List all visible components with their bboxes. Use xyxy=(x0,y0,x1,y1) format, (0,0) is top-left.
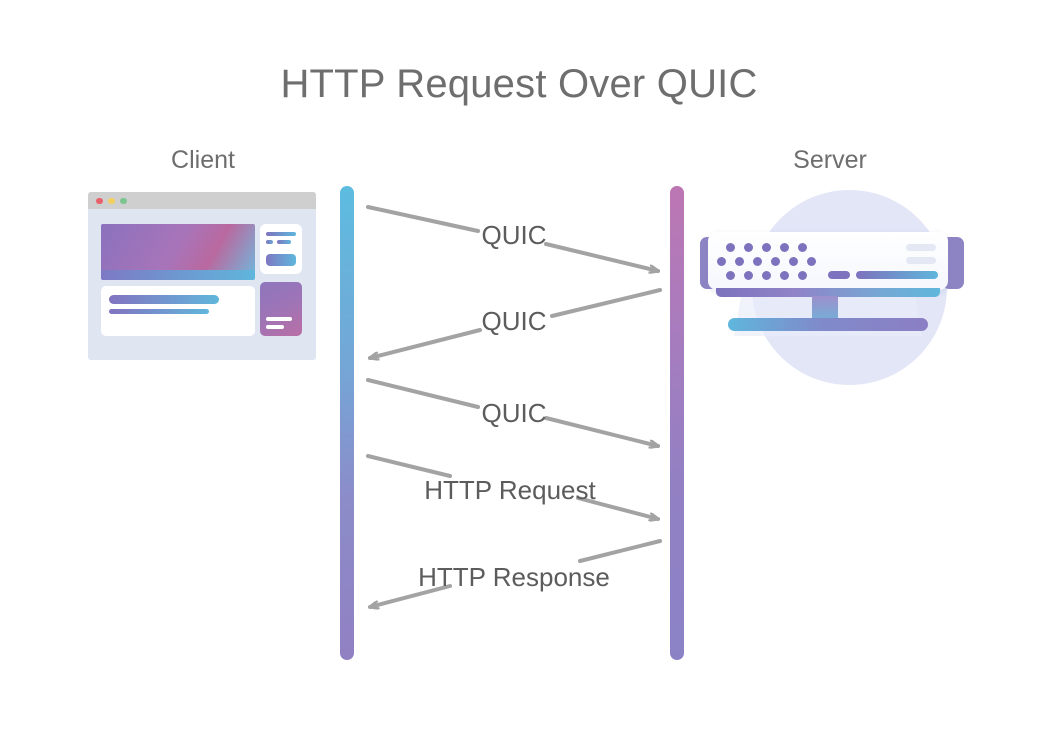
message-label-1: QUIC xyxy=(481,220,547,250)
browser-window-icon xyxy=(88,192,316,360)
lifeline-server xyxy=(670,186,684,660)
server-led-dot xyxy=(753,257,762,266)
message-arrow-5 xyxy=(370,539,662,607)
side-card-line-long xyxy=(266,232,296,236)
message-label-3: QUIC xyxy=(481,398,547,428)
browser-content-card xyxy=(101,286,255,336)
server-status-bar-long xyxy=(856,271,938,279)
server-led-dot xyxy=(726,271,735,280)
server-monitor-icon xyxy=(708,232,948,290)
server-slot-pill-2 xyxy=(906,257,936,264)
server-led-dot xyxy=(762,243,771,252)
server-led-dot xyxy=(744,271,753,280)
message-arrow-2 xyxy=(370,288,662,358)
server-led-dot xyxy=(735,257,744,266)
content-line-primary xyxy=(109,295,219,304)
server-led-dot xyxy=(762,271,771,280)
server-led-dot xyxy=(789,257,798,266)
browser-hero-block xyxy=(101,224,255,279)
server-base-shadow xyxy=(716,288,940,297)
server-illustration xyxy=(690,180,970,385)
server-led-dot xyxy=(771,257,780,266)
window-minimize-dot-icon xyxy=(108,197,115,204)
server-led-dot xyxy=(798,243,807,252)
actor-label-server: Server xyxy=(793,146,867,174)
server-stand-base xyxy=(728,318,928,331)
server-led-dot xyxy=(798,271,807,280)
page-title: HTTP Request Over QUIC xyxy=(280,62,758,106)
actor-label-client: Client xyxy=(171,146,235,174)
message-label-4: HTTP Request xyxy=(424,475,596,505)
message-arrow-4 xyxy=(366,454,658,519)
server-led-dot xyxy=(780,243,789,252)
browser-titlebar xyxy=(88,192,316,209)
server-led-dot xyxy=(726,243,735,252)
browser-purple-card xyxy=(260,282,302,336)
window-maximize-dot-icon xyxy=(120,197,127,204)
server-led-dot xyxy=(807,257,816,266)
message-arrow-layer: QUIC QUIC QUIC HTTP Request HTTP Respons… xyxy=(340,186,684,660)
message-label-2: QUIC xyxy=(481,306,547,336)
client-browser-illustration xyxy=(88,192,316,360)
message-label-5: HTTP Response xyxy=(418,562,610,592)
purple-card-line-1 xyxy=(266,317,292,321)
server-led-dot xyxy=(717,257,726,266)
side-card-button xyxy=(266,254,296,266)
server-slot-pill-1 xyxy=(906,244,936,251)
server-status-bar-small xyxy=(828,271,850,279)
content-line-secondary xyxy=(109,309,209,314)
side-card-line-short xyxy=(266,240,273,244)
browser-side-card xyxy=(260,224,302,274)
message-arrow-3 xyxy=(366,378,658,446)
browser-hero-strip xyxy=(101,270,255,280)
message-arrow-1 xyxy=(366,205,658,271)
purple-card-line-2 xyxy=(266,325,284,329)
window-close-dot-icon xyxy=(96,197,103,204)
side-card-line-medium xyxy=(277,240,291,244)
server-led-dot xyxy=(744,243,753,252)
lifeline-client xyxy=(340,186,354,660)
server-led-dot xyxy=(780,271,789,280)
